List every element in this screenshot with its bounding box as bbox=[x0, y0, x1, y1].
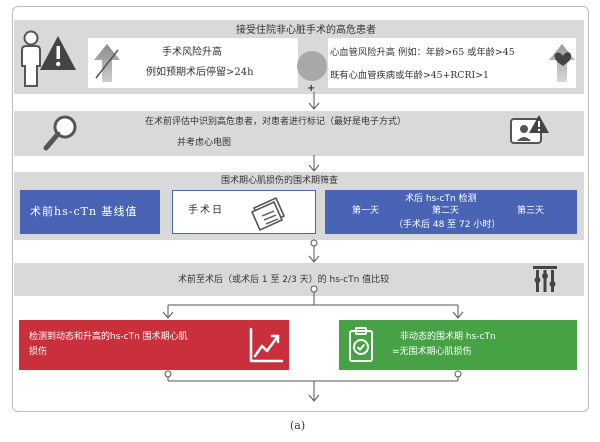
figure-caption: (a) bbox=[290, 419, 306, 432]
flow-arrow-2 bbox=[308, 155, 320, 172]
plus-sign: + bbox=[307, 83, 316, 94]
surgical-risk-box bbox=[88, 38, 298, 88]
surgical-risk-line2: 例如预期术后停留>24h bbox=[146, 67, 254, 78]
cardio-risk-line1: 心血管风险升高 例如：年龄>65 或年龄>45 bbox=[330, 47, 515, 58]
baseline-box bbox=[20, 190, 160, 234]
no-injury-line1: 非动态的围术期 hs-cTn bbox=[400, 332, 496, 342]
screening-title: 围术期心肌损伤的围术期筛查 bbox=[221, 176, 339, 186]
injury-detected-line2: 损伤 bbox=[29, 347, 48, 357]
flow-arrow-3 bbox=[308, 239, 320, 263]
calendar-icon bbox=[250, 196, 286, 232]
injury-detected-box bbox=[19, 320, 289, 370]
chart-up-icon bbox=[249, 327, 284, 363]
postop-subtitle: （手术后 48 至 72 小时） bbox=[394, 220, 501, 230]
no-injury-line2: =无围术期心肌损伤 bbox=[392, 347, 472, 357]
postop-day3: 第三天 bbox=[517, 206, 545, 216]
surgery-day-label: 手术日 bbox=[188, 205, 224, 216]
arrow-up-icon bbox=[94, 44, 120, 82]
postop-box bbox=[325, 190, 577, 234]
heart-icon bbox=[549, 44, 575, 82]
surgery-day-box bbox=[172, 190, 316, 234]
sliders-icon bbox=[533, 266, 557, 292]
compare-title: 术前至术后（或术后 1 至 2/3 天）的 hs-cTn 值比较 bbox=[178, 275, 390, 285]
postop-day2: 第二天 bbox=[432, 206, 460, 216]
clipboard-check-icon bbox=[349, 327, 373, 362]
cardio-risk-line2: 既有心血管疾病或年龄>45+RCRI>1 bbox=[330, 70, 489, 81]
no-injury-box bbox=[339, 320, 577, 370]
surgical-risk-line1: 手术风险升高 bbox=[162, 47, 222, 58]
flow-arrow-1 bbox=[308, 92, 320, 110]
baseline-label: 术前hs-cTn 基线值 bbox=[30, 205, 138, 218]
postop-title: 术后 hs-cTn 检测 bbox=[405, 194, 477, 204]
high-risk-title: 接受住院非心脏手术的高危患者 bbox=[236, 25, 376, 36]
identify-line2: 并考虑心电图 bbox=[177, 138, 232, 148]
postop-day1: 第一天 bbox=[352, 206, 380, 216]
person-alert-badge-icon bbox=[510, 115, 549, 144]
band-identify bbox=[14, 111, 584, 156]
band-compare bbox=[14, 263, 584, 296]
injury-detected-line1: 检测到动态和升高的hs-cTn 围术期心肌 bbox=[29, 332, 188, 342]
person-alert-icon bbox=[21, 30, 76, 87]
connector-circle bbox=[297, 51, 327, 81]
cardio-risk-box bbox=[328, 38, 576, 88]
identify-line1: 在术前评估中识别高危患者，对患者进行标记（最好是电子方式） bbox=[145, 117, 407, 127]
magnifier-icon bbox=[43, 115, 77, 151]
